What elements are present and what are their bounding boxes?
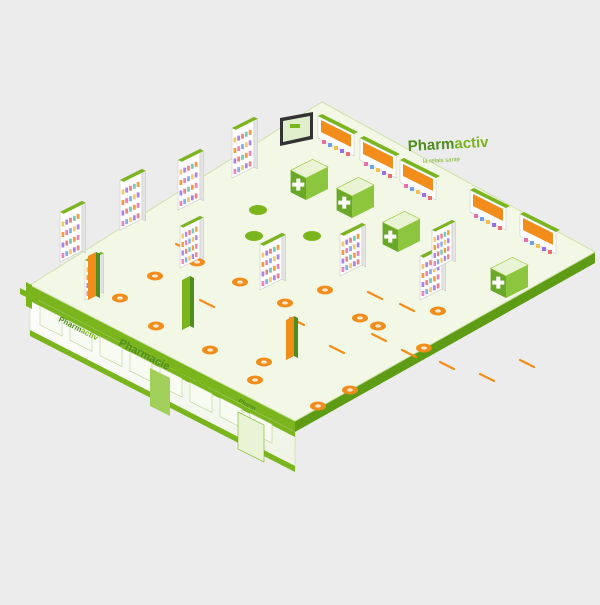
floor-marker-icon — [148, 321, 164, 331]
window-poster — [150, 368, 170, 416]
gondola-shelf — [177, 148, 204, 211]
floor-marker-icon — [342, 385, 358, 395]
pharmacy-cross-icon — [20, 282, 38, 309]
counter — [381, 210, 421, 252]
brand-name-part2: activ — [454, 134, 490, 153]
floor-top — [28, 101, 597, 422]
gondola-shelf — [119, 168, 146, 231]
shop-window — [69, 320, 93, 352]
aisle-line — [478, 372, 496, 383]
shop-window — [99, 336, 123, 368]
pharmacy-cross-icon — [384, 230, 397, 243]
floor-marker-icon — [370, 321, 386, 331]
gondola-shelf — [259, 232, 286, 291]
floor-marker-icon — [202, 345, 218, 355]
window-poster — [237, 411, 265, 463]
orange-wall-shelf — [317, 114, 358, 157]
back-wall-units — [317, 114, 560, 255]
gondola-shelf — [339, 222, 366, 277]
pharmacy-cross-icon — [338, 196, 351, 209]
totem-sign — [88, 252, 100, 300]
shop-window — [189, 382, 213, 413]
floor-marker-icon — [352, 313, 368, 323]
gondola-shelf — [59, 200, 86, 263]
brand-name-part1: Pharm — [407, 136, 455, 155]
brand-wall-sign: Pharmactiv la relais santé — [407, 134, 489, 165]
counter — [335, 176, 375, 218]
floor-side-left — [30, 285, 295, 432]
floor-marker-icon — [247, 375, 263, 385]
totem-sign — [182, 276, 194, 330]
aisle-line — [328, 344, 346, 355]
aisle-line — [518, 358, 536, 369]
floor-marker-icon — [232, 277, 248, 287]
counters — [289, 158, 529, 298]
store-floor — [28, 101, 597, 432]
pharmacy-cross-icon — [292, 178, 305, 191]
totem-sign — [286, 316, 298, 360]
tv-screen — [280, 112, 313, 146]
floor-marker-icon — [303, 231, 321, 241]
aisle-line — [438, 360, 456, 371]
floor-marker-icon — [112, 293, 128, 303]
brand-tagline: la relais santé — [423, 157, 461, 165]
floor-marker-icon — [430, 306, 446, 316]
orange-wall-shelf — [519, 212, 560, 255]
floor-marker-icon — [317, 285, 333, 295]
counter — [489, 256, 529, 298]
totem-signs — [88, 252, 298, 360]
orange-wall-shelf — [399, 158, 440, 201]
floor-marker-icon — [310, 401, 326, 411]
aisle-line — [198, 298, 216, 309]
orange-wall-shelf — [359, 136, 400, 179]
pharmacy-cross-icon — [492, 276, 505, 289]
storefront-wall: Pharmactiv PharmacieCentrale Pharmactiv — [29, 295, 296, 472]
poster-logo-part2: activ — [254, 407, 269, 419]
floor-marker-icon — [416, 343, 432, 353]
floor-markers — [112, 205, 446, 411]
aisle-line — [400, 348, 418, 359]
gondola-shelf — [231, 116, 258, 179]
floor-side-right — [295, 252, 595, 432]
floor-marker-icon — [256, 357, 272, 367]
aisle-line — [366, 290, 384, 301]
orange-wall-shelf — [469, 188, 510, 231]
floor-marker-icon — [147, 271, 163, 281]
shop-window — [39, 305, 63, 337]
floor-marker-icon — [245, 231, 263, 241]
svg-text:Pharmactiv: Pharmactiv — [407, 134, 489, 155]
gondola-shelf — [179, 215, 204, 269]
gondola-shelves — [59, 116, 456, 301]
aisle-line — [370, 332, 388, 343]
aisle-line — [398, 302, 416, 313]
floor-marker-icon — [249, 205, 267, 215]
floor-marker-icon — [277, 298, 293, 308]
counter — [289, 158, 329, 200]
gondola-shelf — [431, 219, 456, 271]
